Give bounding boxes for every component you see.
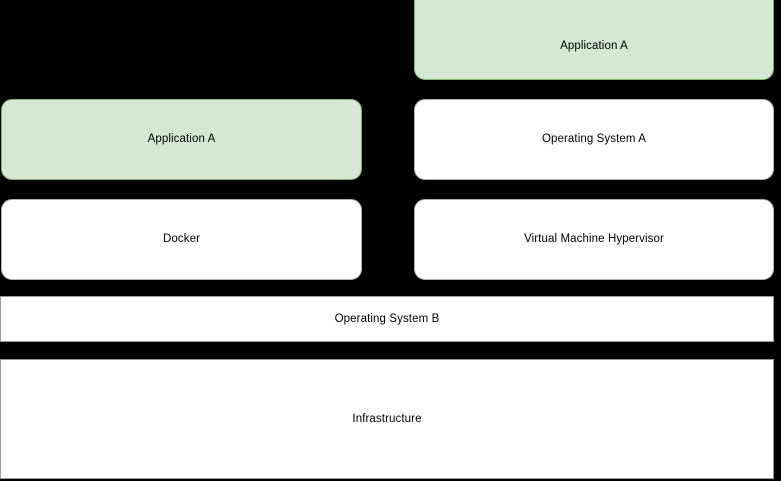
node-virtual-machine-hypervisor[interactable]: Virtual Machine Hypervisor: [414, 199, 774, 280]
node-label: Application A: [147, 133, 216, 146]
node-label: Virtual Machine Hypervisor: [524, 233, 664, 246]
node-infrastructure[interactable]: Infrastructure: [0, 359, 774, 479]
node-operating-system-a[interactable]: Operating System A: [414, 99, 774, 180]
node-label: Infrastructure: [352, 412, 422, 425]
node-application-a-vm[interactable]: Application A: [414, 0, 774, 80]
node-label: Operating System B: [334, 312, 440, 325]
node-operating-system-b[interactable]: Operating System B: [0, 296, 774, 342]
node-docker[interactable]: Docker: [1, 199, 362, 280]
node-application-a-container[interactable]: Application A: [1, 99, 362, 180]
node-label: Operating System A: [541, 133, 647, 146]
node-label: Docker: [162, 233, 201, 246]
node-label: Application A: [560, 39, 628, 52]
